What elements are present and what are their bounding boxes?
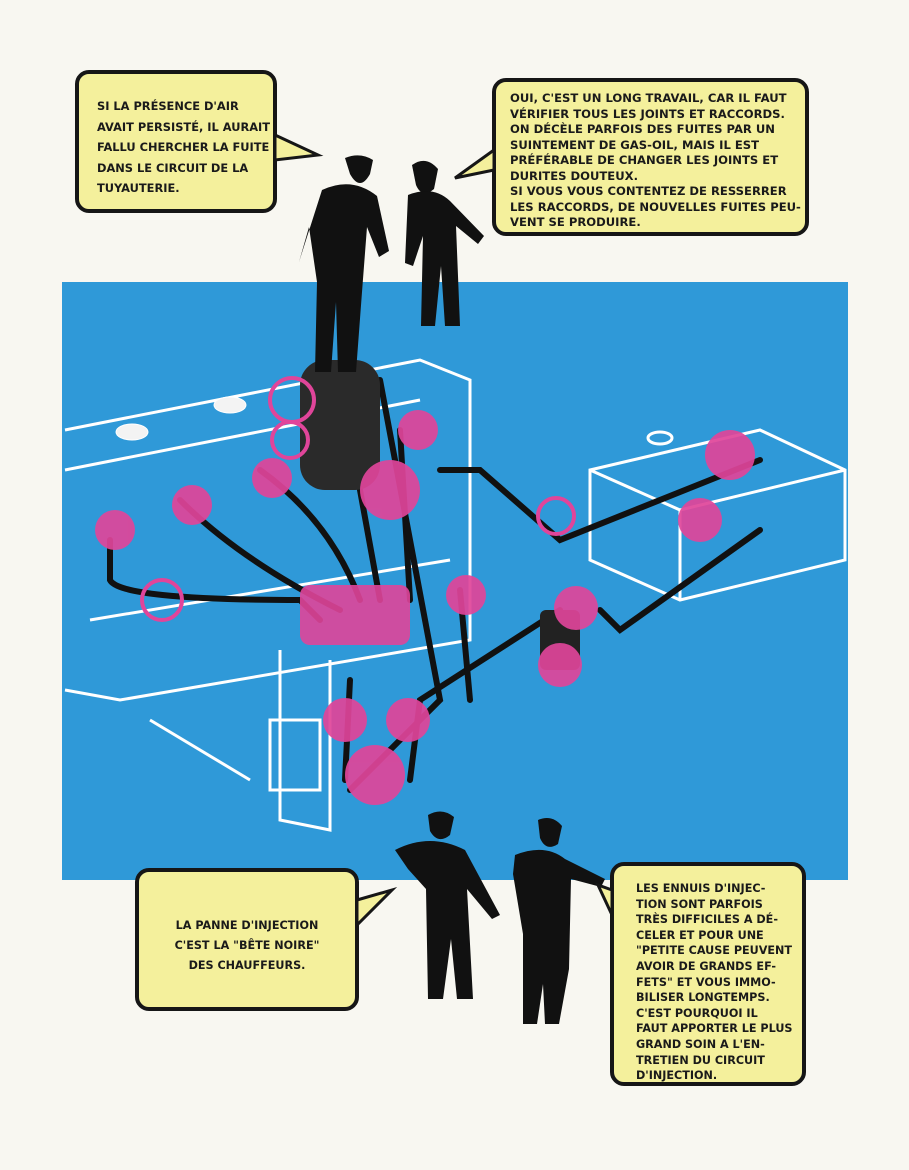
- bubble-text-line: SUINTEMENT DE GAS-OIL, MAIS IL EST: [510, 137, 760, 152]
- leak-check-rings: [140, 376, 576, 622]
- bubble-text-line: BILISER LONGTEMPS.: [636, 991, 770, 1005]
- bubble-text-line: SI VOUS VOUS CONTENTEZ DE RESSERRER: [510, 184, 787, 198]
- bubble-text-line: LES RACCORDS, DE NOUVELLES FUITES PEU-: [510, 199, 801, 214]
- bubble-text-line: CELER ET POUR UNE: [636, 928, 764, 942]
- bubble-text-line: DURITES DOUTEUX.: [510, 168, 638, 183]
- bubble-text-line: LA PANNE D'INJECTION: [175, 919, 319, 932]
- bubble-text-line: VÉRIFIER TOUS LES JOINTS ET RACCORDS.: [510, 106, 785, 121]
- bubble-text-line: LES ENNUIS D'INJEC-: [636, 882, 766, 895]
- leak-check-points: [95, 410, 755, 805]
- injection-pump-highlight: [300, 585, 410, 645]
- bubble-text-line: DANS LE CIRCUIT DE LA: [97, 160, 249, 175]
- bubble-text-line: FAUT APPORTER LE PLUS: [636, 1022, 793, 1036]
- bubble-text-line: "PETITE CAUSE PEUVENT: [636, 944, 793, 958]
- bubble-text-line: FETS" ET VOUS IMMO-: [636, 975, 776, 989]
- bubble-text-line: VENT SE PRODUIRE.: [510, 215, 641, 229]
- bubble-text-line: TRETIEN DU CIRCUIT: [636, 1053, 765, 1067]
- bubble-text-line: C'EST LA "BÊTE NOIRE": [174, 939, 320, 952]
- speech-bubble-top-right: OUI, C'EST UN LONG TRAVAIL, CAR IL FAUT …: [492, 78, 809, 236]
- bubble-text-line: ON DÉCÈLE PARFOIS DES FUITES PAR UN: [510, 122, 775, 136]
- bubble-text-line: DES CHAUFFEURS.: [188, 959, 306, 972]
- bubble-text-line: TUYAUTERIE.: [97, 181, 180, 195]
- bubble-text-line: D'INJECTION.: [636, 1069, 718, 1083]
- bubble-text-line: OUI, C'EST UN LONG TRAVAIL, CAR IL FAUT: [510, 91, 787, 105]
- speech-bubble-top-left: SI LA PRÉSENCE D'AIR AVAIT PERSISTÉ, IL …: [75, 70, 277, 213]
- bubble-text-line: SI LA PRÉSENCE D'AIR: [97, 99, 239, 113]
- bubble-text-line: AVOIR DE GRANDS EF-: [636, 959, 777, 973]
- bubble-text-line: TRÈS DIFFICILES A DÉ-: [636, 913, 778, 927]
- speech-bubble-bottom-right: LES ENNUIS D'INJEC- TION SONT PARFOIS TR…: [610, 862, 806, 1086]
- bubble-text-line: TION SONT PARFOIS: [636, 897, 763, 911]
- bubble-text-line: C'EST POURQUOI IL: [636, 1006, 758, 1020]
- bubble-text-line: PRÉFÉRABLE DE CHANGER LES JOINTS ET: [510, 153, 779, 167]
- bubble-text-line: GRAND SOIN A L'EN-: [636, 1037, 765, 1051]
- fuel-filter: [300, 360, 380, 490]
- bubble-text-line: AVAIT PERSISTÉ, IL AURAIT: [97, 119, 271, 134]
- mechanic-figures: [299, 155, 605, 1024]
- speech-bubble-bottom-left: LA PANNE D'INJECTION C'EST LA "BÊTE NOIR…: [135, 868, 359, 1011]
- bubble-text-line: FALLU CHERCHER LA FUITE: [97, 140, 270, 154]
